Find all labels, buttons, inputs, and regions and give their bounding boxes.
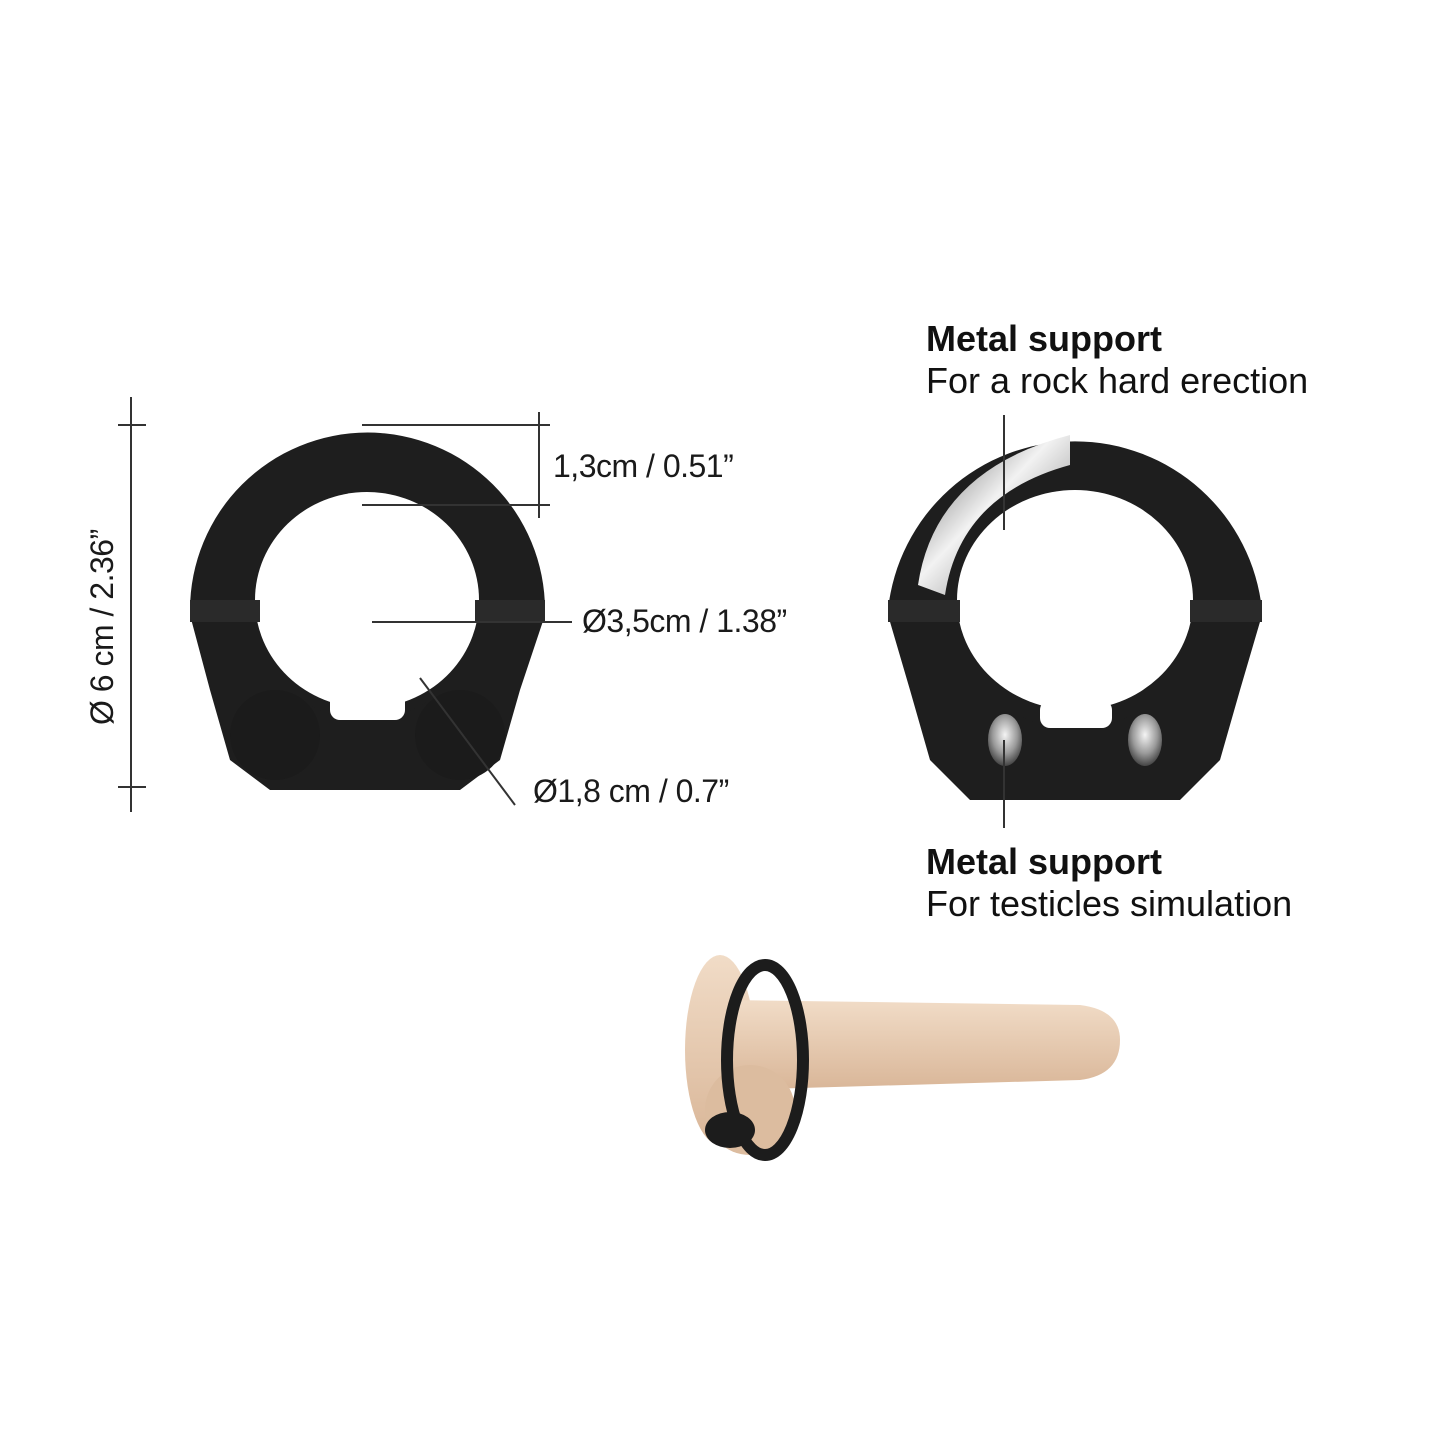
callout-bottom-subtitle: For testicles simulation: [926, 883, 1293, 924]
callout-bottom-title: Metal support: [926, 841, 1163, 882]
ring-front-view: [190, 432, 545, 790]
callout-bottom: Metal support For testicles simulation: [926, 841, 1292, 925]
callout-top: Metal support For a rock hard erection: [926, 318, 1308, 402]
ring-metal-view: [888, 435, 1262, 800]
outer-diameter-label: Ø 6 cm / 2.36”: [84, 529, 120, 725]
ball-diameter-label: Ø1,8 cm / 0.7”: [533, 773, 729, 809]
inner-diameter-label: Ø3,5cm / 1.38”: [582, 603, 787, 639]
callout-top-subtitle: For a rock hard erection: [926, 360, 1309, 401]
thickness-label: 1,3cm / 0.51”: [553, 448, 734, 484]
usage-illustration: [685, 955, 1120, 1161]
dimension-lines: [118, 397, 572, 812]
callout-top-title: Metal support: [926, 318, 1163, 359]
